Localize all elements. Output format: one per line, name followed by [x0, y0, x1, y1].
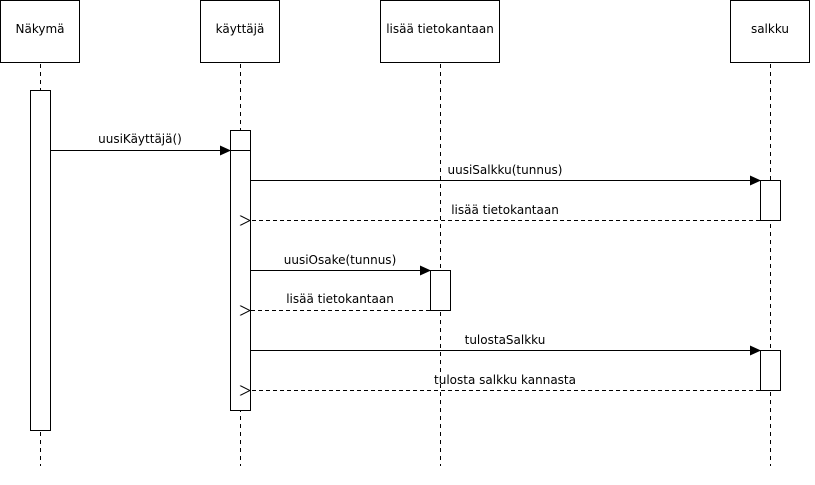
participant-kayttaja: käyttäjä: [200, 0, 280, 63]
message-4: uusiOsake(tunnus): [250, 253, 431, 276]
message-7: tulosta salkku kannasta: [250, 373, 760, 391]
participant-label-lisaa: lisää tietokantaan: [386, 22, 494, 36]
participant-salkku: salkku: [730, 0, 810, 63]
participant-label-salkku: salkku: [751, 22, 789, 36]
message-6: tulostaSalkku: [250, 333, 761, 356]
message-2: uusiSalkku(tunnus): [250, 163, 761, 186]
participant-nakyma: Näkymä: [0, 0, 80, 63]
participant-lisaa: lisää tietokantaan: [380, 0, 500, 63]
message-2-label: uusiSalkku(tunnus): [448, 163, 563, 177]
message-7-label: tulosta salkku kannasta: [434, 373, 576, 387]
activation-salkku-1: [760, 180, 781, 221]
message-6-label: tulostaSalkku: [465, 333, 546, 347]
message-1: uusiKäyttäjä(): [50, 132, 231, 156]
message-5-label: lisää tietokantaan: [286, 292, 394, 306]
activation-kayttaja: [230, 130, 251, 411]
message-3-label: lisää tietokantaan: [451, 203, 559, 217]
activation-lisaa: [430, 270, 451, 311]
activation-nakyma: [30, 90, 51, 431]
message-5: lisää tietokantaan: [250, 292, 430, 311]
participant-label-kayttaja: käyttäjä: [216, 22, 265, 36]
message-4-label: uusiOsake(tunnus): [284, 253, 397, 267]
activation-salkku-2: [760, 350, 781, 391]
message-3: lisää tietokantaan: [250, 203, 760, 221]
message-1-label: uusiKäyttäjä(): [98, 132, 182, 146]
participant-label-nakyma: Näkymä: [16, 22, 65, 36]
